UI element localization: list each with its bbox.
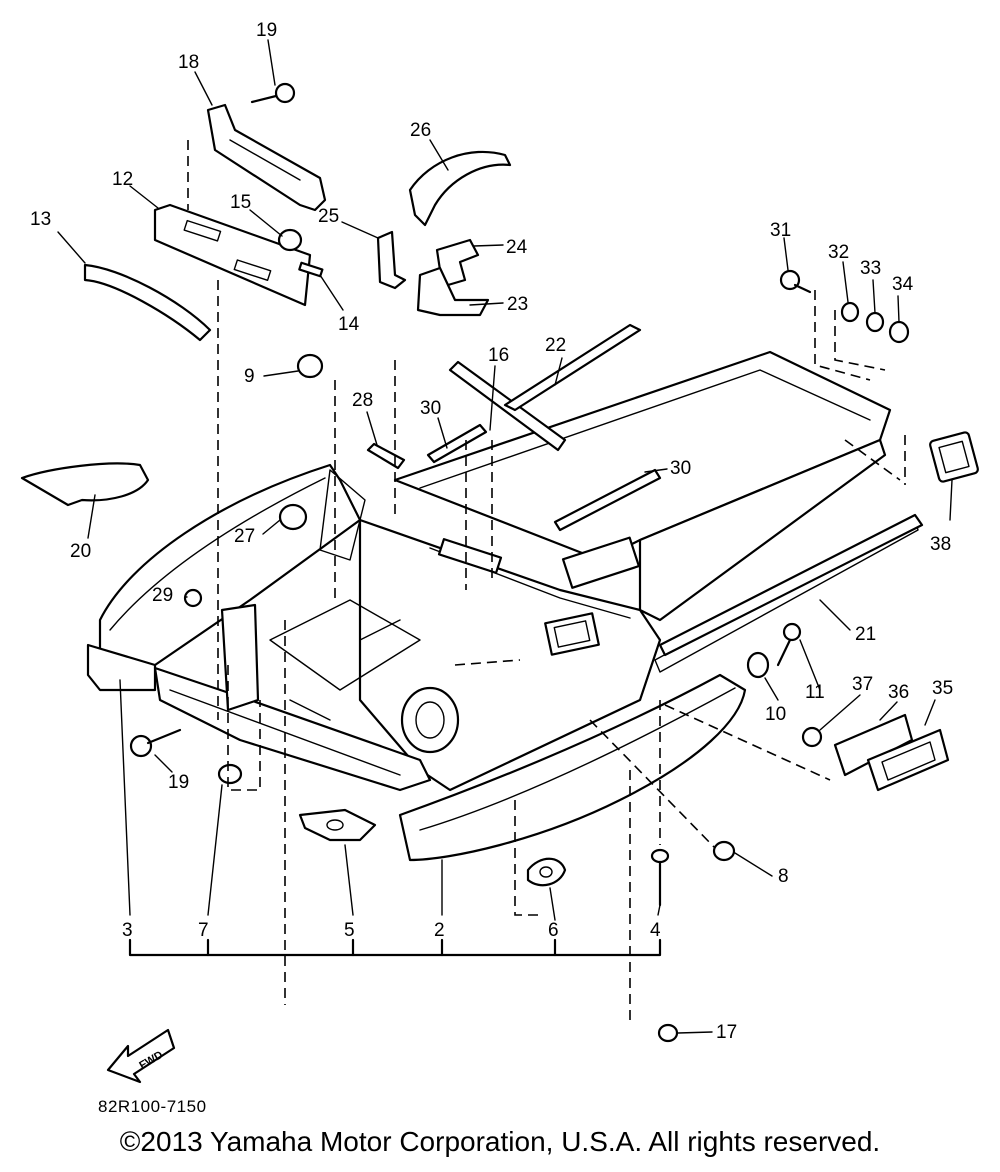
part-9-cap — [296, 353, 324, 379]
hull-body — [86, 350, 919, 862]
part-7-plug — [217, 763, 243, 785]
callout-21: 21 — [855, 624, 876, 645]
callout-31: 31 — [770, 220, 791, 241]
callout-15: 15 — [230, 192, 251, 213]
part-19-bolt-lower — [129, 728, 182, 758]
callout-32: 32 — [828, 242, 849, 263]
callout-8: 8 — [778, 866, 789, 887]
callout-27: 27 — [234, 526, 255, 547]
callout-19-top: 19 — [256, 20, 277, 41]
callout-30-b: 30 — [670, 458, 691, 479]
callout-28: 28 — [352, 390, 373, 411]
callout-12: 12 — [112, 169, 133, 190]
part-28-pad — [366, 442, 406, 470]
callout-34: 34 — [892, 274, 914, 295]
callout-22: 22 — [545, 335, 566, 356]
part-5-bracket — [298, 808, 377, 842]
part-21-rail — [658, 513, 924, 657]
part-13-handle — [83, 263, 212, 342]
part-38-plate — [929, 431, 979, 483]
callout-7: 7 — [198, 920, 209, 941]
callout-30-a: 30 — [420, 398, 441, 419]
part-19-bolt-top — [250, 82, 296, 104]
callout-10: 10 — [765, 704, 786, 725]
callout-9: 9 — [244, 366, 255, 387]
part-30-strip-b — [553, 468, 662, 532]
leader-lines — [57, 39, 953, 1034]
part-8-plug — [712, 840, 736, 862]
part-15-nut — [277, 228, 303, 252]
part-22-strip — [503, 323, 642, 412]
part-18-bracket — [206, 103, 327, 212]
part-27-cap — [278, 503, 308, 531]
callout-38: 38 — [930, 534, 951, 555]
callout-13: 13 — [30, 209, 51, 230]
part-14-pad — [298, 261, 324, 278]
callout-14: 14 — [338, 314, 360, 335]
callout-6: 6 — [548, 920, 559, 941]
part-20-cover — [20, 462, 150, 507]
callout-4: 4 — [650, 920, 661, 941]
callout-35: 35 — [932, 678, 953, 699]
part-23-bracket — [416, 266, 490, 317]
callout-24: 24 — [506, 237, 528, 258]
callout-33: 33 — [860, 258, 881, 279]
callout-36: 36 — [888, 682, 909, 703]
part-4-rivet — [650, 848, 670, 907]
callout-19-lower: 19 — [168, 772, 189, 793]
callout-29: 29 — [152, 585, 173, 606]
callout-17: 17 — [716, 1022, 737, 1043]
part-25-stay — [376, 230, 407, 290]
part-31-34-hardware — [779, 269, 910, 344]
fwd-arrow-icon: FWD — [106, 1028, 176, 1084]
callout-37: 37 — [852, 674, 873, 695]
copyright-notice: ©2013 Yamaha Motor Corporation, U.S.A. A… — [119, 1126, 881, 1157]
assembly-lines — [187, 140, 906, 1020]
part-30-strip-a — [426, 423, 488, 464]
callout-5: 5 — [344, 920, 355, 941]
part-35-37-plate — [801, 713, 950, 792]
callout-3: 3 — [122, 920, 133, 941]
part-29-washer — [183, 588, 203, 608]
callout-18: 18 — [178, 52, 199, 73]
callout-2: 2 — [434, 920, 445, 941]
callout-labels: 19 18 26 12 15 25 24 13 14 23 31 32 33 3… — [30, 20, 953, 1043]
callout-20: 20 — [70, 541, 91, 562]
callout-26: 26 — [410, 120, 431, 141]
callout-16: 16 — [488, 345, 509, 366]
part-10-11-fasteners — [746, 622, 802, 679]
callout-25: 25 — [318, 206, 339, 227]
diagram-code: 82R100-7150 — [98, 1097, 207, 1116]
part-26-grip — [408, 150, 512, 227]
part-17-plug — [657, 1023, 679, 1043]
part-6-clip — [526, 857, 567, 887]
part-12-plate — [153, 203, 312, 307]
callout-11: 11 — [805, 682, 825, 703]
callout-23: 23 — [507, 294, 528, 315]
